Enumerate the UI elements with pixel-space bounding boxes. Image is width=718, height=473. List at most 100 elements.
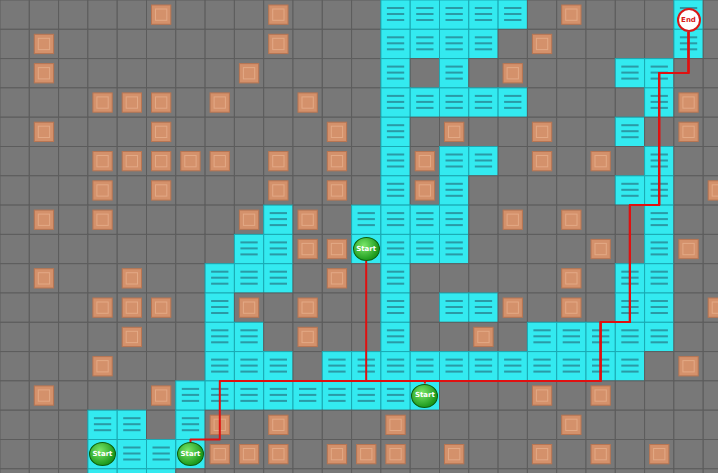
obstacle-texture [595, 449, 606, 460]
cell-score-mark [387, 101, 404, 103]
cell-ground [557, 440, 586, 469]
cell-ground [586, 117, 615, 146]
obstacle-texture [536, 126, 547, 137]
grid-cell [469, 117, 498, 146]
obstacle-block [562, 269, 581, 288]
grid-cell [410, 352, 439, 381]
cell-ground [498, 147, 527, 176]
cell-ground [322, 381, 351, 410]
cell-ground [234, 147, 263, 176]
grid-cell [674, 117, 703, 146]
grid-cell [615, 29, 644, 58]
cell-ground [674, 234, 703, 263]
grid-cell [264, 117, 293, 146]
cell-score-mark [270, 247, 287, 249]
grid-cell [264, 0, 293, 29]
grid-cell [88, 176, 117, 205]
cell-score-mark [123, 459, 140, 461]
grid-cell [147, 117, 176, 146]
grid-cell [322, 117, 351, 146]
cell-score-mark [153, 459, 170, 461]
obstacle-texture [126, 273, 137, 284]
cell-ground [645, 469, 674, 473]
cell-score-mark [475, 36, 492, 38]
grid-cell [205, 205, 234, 234]
obstacle-block [122, 269, 141, 288]
cell-score-mark [387, 136, 404, 138]
cell-ground [0, 410, 29, 439]
cell-ground [469, 88, 498, 117]
obstacle-block [708, 181, 718, 200]
obstacle-block [591, 152, 610, 171]
grid-cell [234, 147, 263, 176]
grid-cell [264, 234, 293, 263]
cell-score-mark [387, 48, 404, 50]
obstacle-block [386, 445, 405, 464]
cell-ground [205, 176, 234, 205]
cell-ground [29, 205, 58, 234]
cell-ground [176, 59, 205, 88]
obstacle-texture [38, 68, 49, 79]
obstacle-block [327, 122, 346, 141]
cell-score-mark [387, 359, 404, 361]
grid-cell [29, 59, 58, 88]
grid-cell [615, 59, 644, 88]
grid-cell [440, 381, 469, 410]
grid-cell [703, 0, 718, 29]
grid-cell [205, 322, 234, 351]
obstacle-texture [712, 302, 718, 313]
grid-cell [205, 117, 234, 146]
grid-cell [264, 29, 293, 58]
grid-cell [29, 176, 58, 205]
obstacle-texture [331, 185, 342, 196]
cell-score-mark [358, 394, 375, 396]
cell-score-mark [387, 400, 404, 402]
grid-cell [469, 469, 498, 473]
obstacle-texture [536, 156, 547, 167]
obstacle-block [152, 386, 171, 405]
obstacle-block [298, 93, 317, 112]
cell-score-mark [504, 13, 521, 15]
cell-ground [498, 205, 527, 234]
cell-score-mark [446, 183, 463, 185]
cell-score-mark [475, 312, 492, 314]
cell-ground [322, 88, 351, 117]
cell-ground [234, 352, 263, 381]
cell-score-mark [123, 447, 140, 449]
cell-score-mark [153, 453, 170, 455]
cell-ground [59, 234, 88, 263]
cell-ground [703, 205, 718, 234]
cell-ground [498, 264, 527, 293]
grid-cell [88, 29, 117, 58]
cell-score-mark [182, 417, 199, 419]
cell-ground [469, 293, 498, 322]
cell-ground [498, 381, 527, 410]
cell-ground [264, 381, 293, 410]
cell-score-mark [651, 329, 668, 331]
grid-cell [440, 117, 469, 146]
grid-cell [293, 322, 322, 351]
grid-cell [147, 322, 176, 351]
cell-ground [234, 234, 263, 263]
grid-cell [234, 59, 263, 88]
grid-cell [205, 352, 234, 381]
cell-score-mark [446, 371, 463, 373]
cell-score-mark [446, 241, 463, 243]
marker-label: Start [356, 246, 376, 253]
cell-ground [469, 117, 498, 146]
cell-ground [440, 88, 469, 117]
obstacle-block [591, 386, 610, 405]
grid-cell [703, 352, 718, 381]
cell-score-mark [446, 48, 463, 50]
grid-cell [557, 147, 586, 176]
cell-ground [88, 440, 117, 469]
cell-score-mark [358, 388, 375, 390]
cell-ground [293, 88, 322, 117]
cell-score-mark [533, 359, 550, 361]
cell-ground [469, 176, 498, 205]
grid-cell [0, 264, 29, 293]
cell-ground [410, 147, 439, 176]
obstacle-block [298, 327, 317, 346]
cell-score-mark [475, 13, 492, 15]
cell-ground [264, 440, 293, 469]
